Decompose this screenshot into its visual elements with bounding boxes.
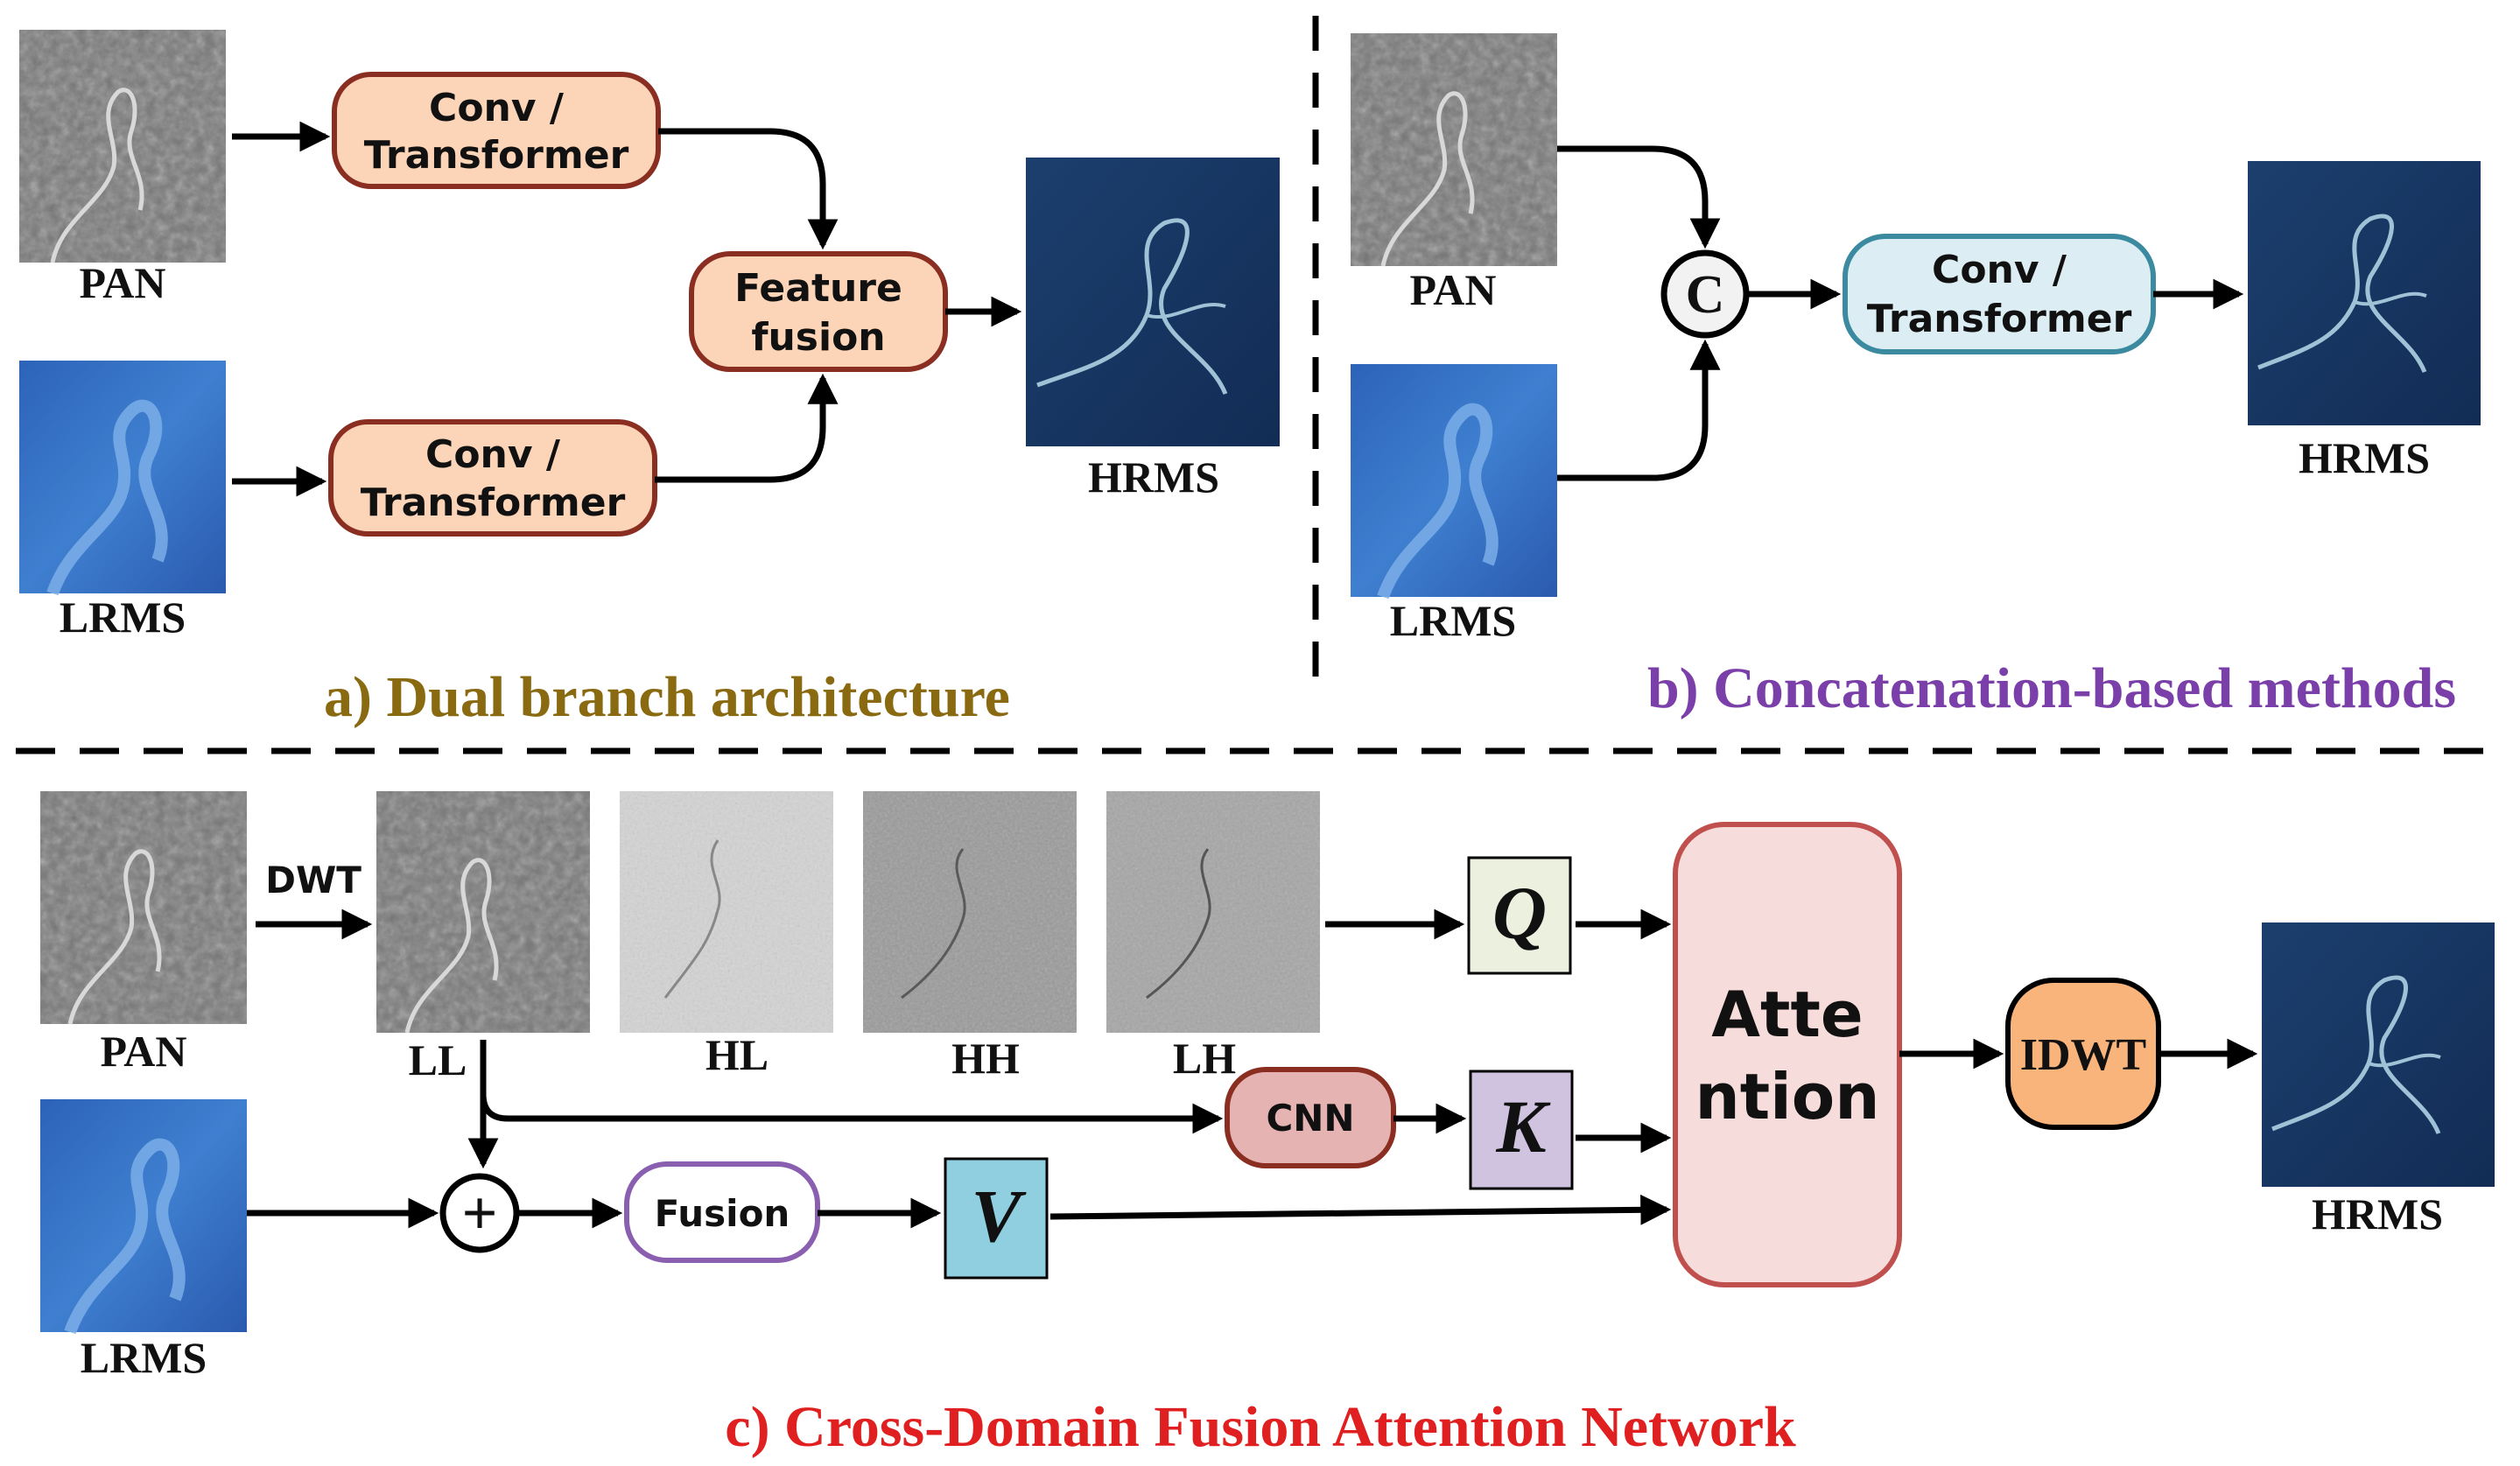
feature-fusion-line2: fusion: [751, 315, 885, 360]
add-symbol: +: [461, 1178, 497, 1248]
k-box: [1469, 1070, 1574, 1190]
pan-image-a: [19, 30, 226, 263]
lh-label: LH: [1173, 1034, 1236, 1083]
lrms-image-b: [1351, 364, 1557, 600]
v-box: [944, 1157, 1049, 1280]
hl-subband-image: [620, 791, 833, 1033]
concat-symbol: C: [1686, 265, 1725, 325]
pan-image-c: [40, 791, 247, 1025]
conv-b-line2: Transformer: [1867, 297, 2132, 341]
attention-line2: ntion: [1695, 1060, 1879, 1133]
conv-top-a-line1: Conv /: [429, 86, 565, 130]
hrms-label-b: HRMS: [2299, 433, 2430, 482]
pan-label-b: PAN: [1409, 265, 1496, 314]
caption-b: b) Concatenation-based methods: [1647, 656, 2456, 720]
panel-b: PAN LRMS C Conv / Transformer HRMS b) Co…: [1351, 33, 2481, 720]
pan-label-a: PAN: [79, 258, 165, 307]
dwt-label: DWT: [265, 859, 362, 901]
attention-block: [1673, 822, 1902, 1287]
lrms-label-c: LRMS: [81, 1333, 207, 1382]
panel-c: PAN LRMS DWT LL HL HH: [40, 791, 2495, 1459]
conv-bottom-a-line1: Conv /: [425, 432, 561, 477]
attention-line1: Atte: [1711, 978, 1863, 1051]
panel-a: PAN LRMS Conv / Transformer Conv / Trans…: [19, 30, 1280, 729]
k-label: K: [1495, 1084, 1551, 1168]
v-label: V: [971, 1174, 1027, 1258]
edge-lrms-to-concat: [1557, 339, 1721, 481]
ll-label: LL: [409, 1035, 467, 1084]
caption-c: c) Cross-Domain Fusion Attention Network: [725, 1395, 1796, 1459]
conv-top-a-line2: Transformer: [364, 133, 629, 178]
feature-fusion-line1: Feature: [734, 266, 902, 311]
lrms-label-b: LRMS: [1390, 596, 1516, 645]
hrms-label-a: HRMS: [1088, 452, 1219, 502]
hrms-image-c: [2262, 922, 2495, 1187]
edge-v-to-attention: [1049, 1194, 1672, 1225]
lrms-image-a: [19, 361, 226, 596]
cnn-label: CNN: [1266, 1097, 1354, 1140]
fusion-label-c: Fusion: [655, 1192, 790, 1235]
hrms-image-b: [2248, 161, 2481, 425]
hh-subband-image: [863, 791, 1077, 1033]
pan-label-c: PAN: [100, 1027, 186, 1076]
hh-label: HH: [951, 1034, 1020, 1083]
hrms-image-a: [1026, 158, 1280, 446]
edge-conv-top-to-fusion: [658, 128, 839, 250]
hrms-label-c: HRMS: [2312, 1189, 2443, 1238]
edge-conv-bottom-to-fusion: [655, 373, 839, 483]
lrms-image-c: [40, 1099, 247, 1335]
edge-pan-to-concat: [1557, 145, 1721, 249]
conv-bottom-a-line2: Transformer: [361, 480, 626, 525]
pan-image-b: [1351, 33, 1557, 267]
lh-subband-image: [1106, 791, 1320, 1033]
idwt-label: IDWT: [2020, 1030, 2146, 1080]
lrms-label-a: LRMS: [60, 593, 186, 642]
q-box: [1467, 856, 1572, 975]
conv-b-line1: Conv /: [1932, 248, 2067, 292]
ll-subband-image: [376, 791, 590, 1034]
q-label: Q: [1492, 871, 1547, 955]
caption-a: a) Dual branch architecture: [324, 665, 1010, 729]
edge-ll-to-cnn: [480, 1040, 1224, 1134]
hl-label: HL: [705, 1030, 769, 1079]
